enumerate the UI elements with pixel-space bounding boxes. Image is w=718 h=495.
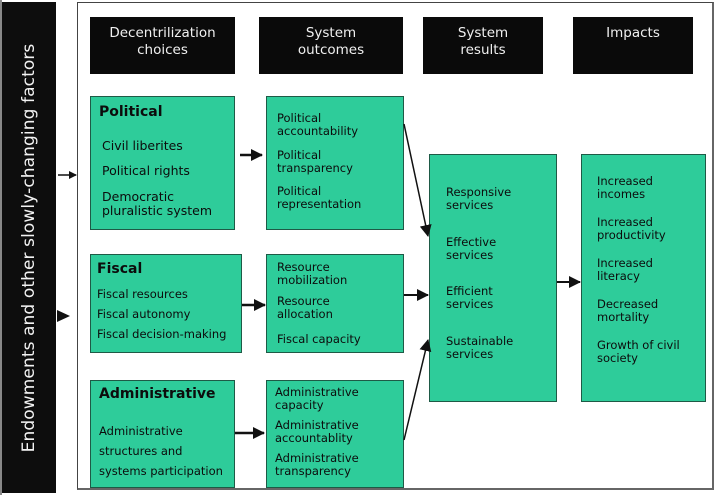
header-line: Impacts [606, 25, 660, 41]
result-item: Responsive services [446, 185, 512, 212]
choice-title: Fiscal [97, 261, 143, 277]
impacts-box: Increased incomes Increased productivity… [581, 154, 706, 402]
outcome-item: Political accountability [277, 111, 359, 138]
impact-item: Increased productivity [597, 215, 666, 242]
outcome-item: Administrative transparency [275, 451, 359, 478]
impact-item: Increased incomes [597, 174, 653, 201]
outcome-item: Resource allocation [277, 294, 333, 321]
choice-item: Fiscal resources [97, 287, 188, 301]
header-impacts: Impacts [573, 17, 693, 74]
header-line: Decentrilization [109, 25, 216, 41]
header-line: outcomes [297, 42, 365, 58]
header-line: choices [137, 42, 188, 58]
outcome-item: Administrative capacity [275, 385, 359, 412]
choice-item: Political rights [102, 163, 190, 178]
result-item: Effective services [446, 235, 497, 262]
outcome-item: Administrative accountablity [275, 418, 359, 445]
sidebar-arrow-lower [57, 310, 70, 322]
outcome-political-box: Political accountability Political trans… [266, 96, 404, 230]
header-line: results [460, 42, 506, 58]
endowments-sidebar: Endowments and other slowly-changing fac… [2, 2, 56, 493]
impact-item: Increased literacy [597, 256, 653, 283]
choice-administrative-box: Administrative Administrative structures… [90, 380, 235, 488]
choice-fiscal-box: Fiscal Fiscal resources Fiscal autonomy … [90, 254, 242, 353]
choice-item: Fiscal autonomy [97, 307, 191, 321]
choice-title: Political [99, 104, 163, 120]
result-item: Sustainable services [446, 334, 514, 361]
outer-border [0, 0, 2, 495]
choice-political-box: Political Civil liberites Political righ… [90, 96, 235, 230]
outcome-item: Political representation [277, 184, 362, 211]
choice-item: Administrative structures and systems pa… [99, 424, 223, 478]
outcome-administrative-box: Administrative capacity Administrative a… [266, 380, 404, 488]
results-box: Responsive services Effective services E… [429, 154, 557, 402]
choice-item: Civil liberites [102, 138, 183, 153]
outcome-fiscal-box: Resource mobilization Resource allocatio… [266, 254, 404, 353]
outcome-item: Fiscal capacity [277, 332, 361, 346]
choice-title: Administrative [99, 386, 216, 402]
sidebar-label: Endowments and other slowly-changing fac… [19, 43, 39, 453]
impact-item: Growth of civil society [597, 338, 680, 365]
choice-item: Fiscal decision-making [97, 327, 227, 341]
outcome-item: Resource mobilization [277, 260, 348, 287]
header-line: System [457, 25, 509, 41]
choice-item: Democratic pluralistic system [102, 189, 212, 218]
result-item: Efficient services [446, 284, 494, 311]
outcome-item: Political transparency [277, 148, 353, 175]
header-line: System [305, 25, 357, 41]
impact-item: Decreased mortality [597, 297, 659, 324]
